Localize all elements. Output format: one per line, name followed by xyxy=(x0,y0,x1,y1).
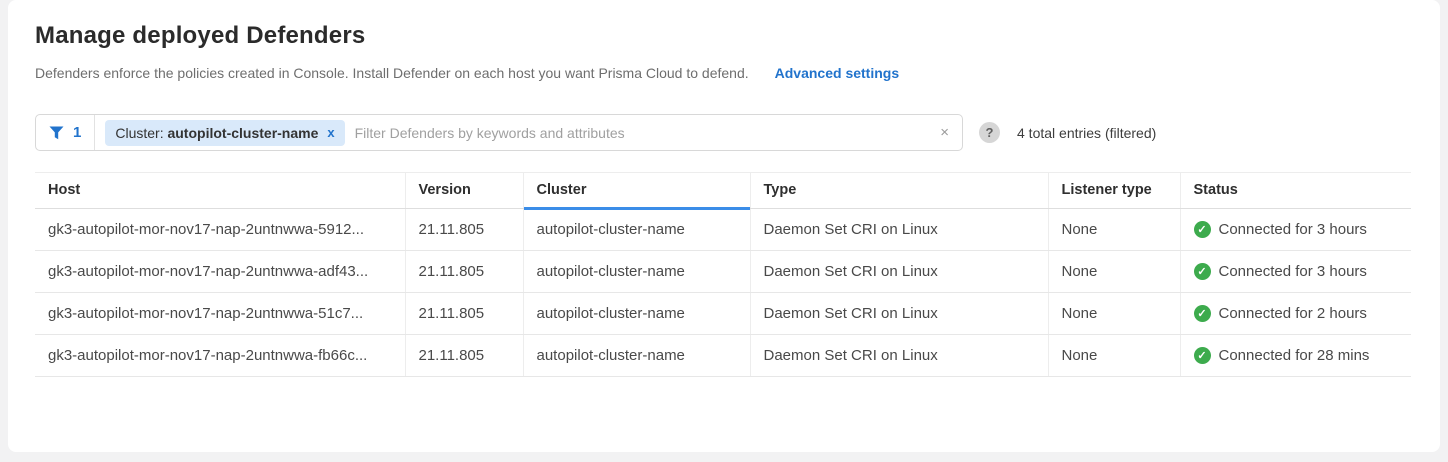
table-row[interactable]: gk3-autopilot-mor-nov17-nap-2untnwwa-adf… xyxy=(35,251,1411,293)
entries-summary: 4 total entries (filtered) xyxy=(1017,125,1156,141)
status-cell: ✓ Connected for 3 hours xyxy=(1180,209,1411,251)
status-text: Connected for 28 mins xyxy=(1219,347,1370,364)
cluster-cell: autopilot-cluster-name xyxy=(523,293,750,335)
table-row[interactable]: gk3-autopilot-mor-nov17-nap-2untnwwa-fb6… xyxy=(35,335,1411,377)
status-cell: ✓ Connected for 2 hours xyxy=(1180,293,1411,335)
connected-check-icon: ✓ xyxy=(1194,305,1211,322)
filter-row: 1 Cluster: autopilot-cluster-name x × ? … xyxy=(35,114,1440,151)
filter-toggle[interactable]: 1 xyxy=(36,115,95,150)
host-cell: gk3-autopilot-mor-nov17-nap-2untnwwa-591… xyxy=(35,209,405,251)
funnel-icon xyxy=(49,126,64,140)
listener-type-cell: None xyxy=(1048,209,1180,251)
active-filter-count: 1 xyxy=(73,124,81,141)
host-cell: gk3-autopilot-mor-nov17-nap-2untnwwa-adf… xyxy=(35,251,405,293)
type-cell: Daemon Set CRI on Linux xyxy=(750,335,1048,377)
filter-bar[interactable]: 1 Cluster: autopilot-cluster-name x × xyxy=(35,114,963,151)
cluster-cell: autopilot-cluster-name xyxy=(523,251,750,293)
column-header-listener-type[interactable]: Listener type xyxy=(1048,173,1180,209)
version-cell: 21.11.805 xyxy=(405,251,523,293)
filter-chip-cluster[interactable]: Cluster: autopilot-cluster-name x xyxy=(105,120,344,146)
version-cell: 21.11.805 xyxy=(405,335,523,377)
host-cell: gk3-autopilot-mor-nov17-nap-2untnwwa-fb6… xyxy=(35,335,405,377)
page-subtitle: Defenders enforce the policies created i… xyxy=(35,65,749,81)
content-card: Manage deployed Defenders Defenders enfo… xyxy=(8,0,1440,452)
status-cell: ✓ Connected for 3 hours xyxy=(1180,251,1411,293)
column-header-version[interactable]: Version xyxy=(405,173,523,209)
column-header-type[interactable]: Type xyxy=(750,173,1048,209)
column-header-cluster[interactable]: Cluster xyxy=(523,173,750,209)
listener-type-cell: None xyxy=(1048,251,1180,293)
table-header-row: Host Version Cluster Type Listener type … xyxy=(35,173,1411,209)
subtitle-row: Defenders enforce the policies created i… xyxy=(35,65,1440,81)
help-icon[interactable]: ? xyxy=(979,122,1000,143)
status-text: Connected for 3 hours xyxy=(1219,221,1367,238)
type-cell: Daemon Set CRI on Linux xyxy=(750,251,1048,293)
connected-check-icon: ✓ xyxy=(1194,221,1211,238)
type-cell: Daemon Set CRI on Linux xyxy=(750,293,1048,335)
listener-type-cell: None xyxy=(1048,335,1180,377)
version-cell: 21.11.805 xyxy=(405,293,523,335)
type-cell: Daemon Set CRI on Linux xyxy=(750,209,1048,251)
status-text: Connected for 3 hours xyxy=(1219,263,1367,280)
advanced-settings-link[interactable]: Advanced settings xyxy=(775,65,899,81)
column-header-host[interactable]: Host xyxy=(35,173,405,209)
filter-input[interactable] xyxy=(345,125,937,141)
cluster-cell: autopilot-cluster-name xyxy=(523,335,750,377)
host-cell: gk3-autopilot-mor-nov17-nap-2untnwwa-51c… xyxy=(35,293,405,335)
page-title: Manage deployed Defenders xyxy=(35,22,1440,50)
clear-filter-icon[interactable]: × xyxy=(936,124,962,141)
cluster-cell: autopilot-cluster-name xyxy=(523,209,750,251)
connected-check-icon: ✓ xyxy=(1194,347,1211,364)
status-cell: ✓ Connected for 28 mins xyxy=(1180,335,1411,377)
table-row[interactable]: gk3-autopilot-mor-nov17-nap-2untnwwa-591… xyxy=(35,209,1411,251)
filter-chip-text: Cluster: autopilot-cluster-name xyxy=(115,125,318,141)
defenders-table: Host Version Cluster Type Listener type … xyxy=(35,172,1411,377)
listener-type-cell: None xyxy=(1048,293,1180,335)
table-row[interactable]: gk3-autopilot-mor-nov17-nap-2untnwwa-51c… xyxy=(35,293,1411,335)
status-text: Connected for 2 hours xyxy=(1219,305,1367,322)
chip-remove-icon[interactable]: x xyxy=(327,126,334,139)
column-header-status[interactable]: Status xyxy=(1180,173,1411,209)
version-cell: 21.11.805 xyxy=(405,209,523,251)
connected-check-icon: ✓ xyxy=(1194,263,1211,280)
